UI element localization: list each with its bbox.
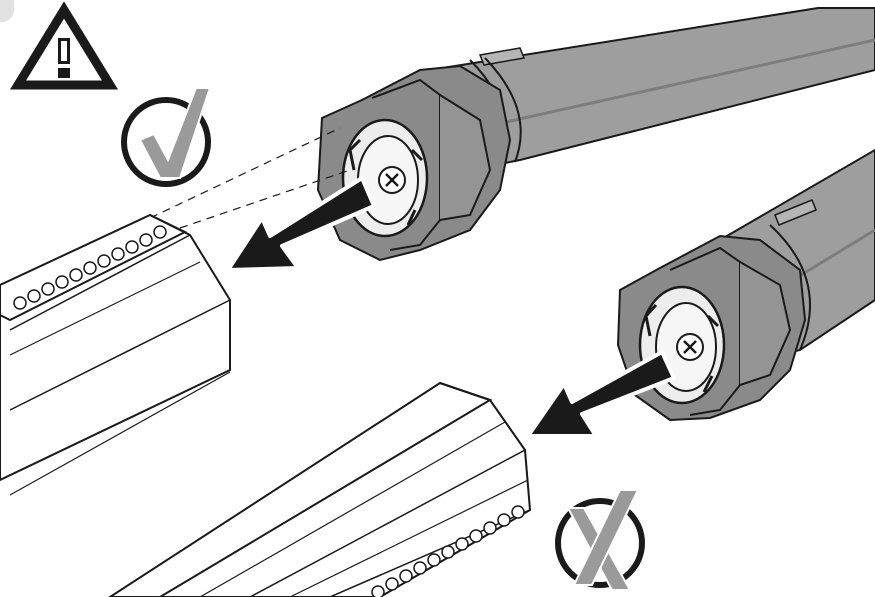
- drive-adapter-lower: [616, 234, 807, 422]
- warning-icon: [9, 1, 119, 90]
- drive-adapter-upper: [316, 64, 512, 262]
- insertion-arrow-lower: [526, 350, 676, 438]
- octagonal-roller-tube-correct: [0, 213, 231, 496]
- octagonal-roller-tube-incorrect: [108, 381, 532, 597]
- tube-rivets-upper: [13, 225, 167, 310]
- page-corner-tab: [0, 0, 14, 22]
- correct-mark-icon: [121, 87, 212, 187]
- incorrect-mark-icon: [555, 489, 645, 591]
- insertion-arrow-upper: [226, 176, 376, 272]
- alignment-guides: [149, 127, 351, 229]
- tube-rivets-lower: [371, 505, 525, 597]
